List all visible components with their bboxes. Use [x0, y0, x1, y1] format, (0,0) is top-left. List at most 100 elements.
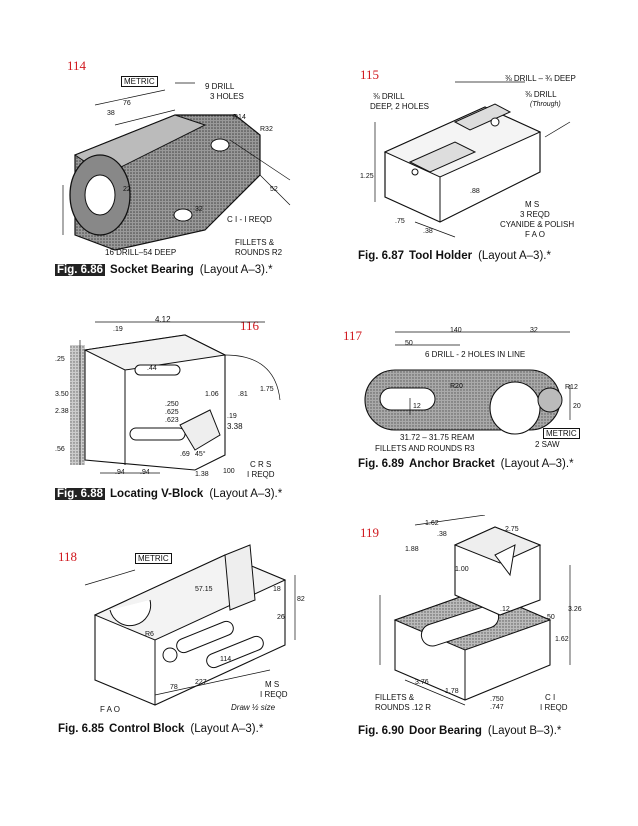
problem-number: 118	[58, 549, 78, 564]
label: 32	[195, 206, 203, 213]
label: .88	[470, 188, 480, 195]
label: ⅜ DRILL	[525, 90, 557, 99]
label: CYANIDE & POLISH	[500, 220, 575, 229]
label: I REQD	[260, 690, 288, 699]
figure-panel-control-block: 118 METRIC 57.15 82 18 26 R6 114 78 227 …	[55, 525, 315, 745]
label: 2.75	[505, 526, 519, 533]
label: R12	[565, 384, 578, 391]
label: FILLETS AND ROUNDS R3	[375, 444, 475, 453]
v-block-drawing	[70, 321, 281, 474]
label: F A O	[525, 230, 546, 239]
figure-title: Socket Bearing	[110, 264, 194, 276]
label: I REQD	[247, 470, 275, 479]
figure-title: Tool Holder	[409, 250, 473, 262]
figure-label: Fig. 6.85	[58, 723, 105, 735]
label: C R S	[250, 460, 272, 469]
label: 50	[405, 340, 413, 347]
label: M S	[265, 680, 280, 689]
label: 3.26	[568, 606, 582, 613]
label: R6	[145, 631, 154, 638]
figure-layout: (Layout A–3).*	[478, 250, 551, 262]
label: 31.72 – 31.75 REAM	[400, 433, 475, 442]
label: 1.06	[205, 391, 219, 398]
label: 140	[450, 327, 462, 334]
label: FILLETS &	[375, 693, 415, 702]
label: .19	[113, 326, 123, 333]
label: 18	[273, 586, 281, 593]
figure-layout: (Layout A–3).*	[199, 264, 273, 276]
label: 3.50	[55, 391, 69, 398]
label: 6 DRILL - 2 HOLES IN LINE	[425, 350, 526, 359]
figure-panel-anchor-bracket: 117 140 32 50 6 DRILL - 2 HOLES IN LINE …	[340, 320, 590, 480]
label: 78	[170, 684, 178, 691]
label: 114	[220, 656, 232, 663]
label: (Through)	[530, 101, 561, 108]
label: C I	[545, 693, 556, 702]
label: 38	[107, 110, 115, 117]
label: ROUNDS .12 R	[375, 703, 432, 712]
figure-label: Fig. 6.88	[55, 488, 106, 500]
label: .38	[437, 531, 447, 538]
label: F A O	[100, 705, 121, 714]
label: .12	[500, 606, 510, 613]
tool-holder-drawing	[374, 81, 571, 238]
label: 1.88	[405, 546, 419, 553]
label: C I - I REQD	[227, 215, 272, 224]
label: .44	[147, 365, 157, 372]
socket-bearing-drawing	[62, 82, 291, 251]
label: 1.75	[260, 386, 274, 393]
label: M S	[525, 200, 540, 209]
label: 100	[223, 468, 235, 475]
label: Draw ½ size	[231, 703, 276, 712]
figure-title: Door Bearing	[409, 725, 482, 737]
label: 3.38	[227, 422, 243, 431]
label: .38	[423, 228, 433, 235]
figure-label: Fig. 6.90	[358, 725, 405, 737]
figure-panel-door-bearing: 119 1.62 2.75 1.88 .38 1.00 3.26 1.62 3.…	[355, 515, 585, 745]
label: 3 REQD	[520, 210, 550, 219]
figure-layout: (Layout B–3).*	[487, 725, 562, 737]
label: 76	[123, 100, 131, 107]
label: 2 SAW	[535, 440, 560, 449]
label: 1.62	[555, 636, 569, 643]
label: I REQD	[540, 703, 568, 712]
label: ROUNDS R2	[235, 248, 283, 257]
label: 4.12	[155, 315, 171, 324]
label: .50	[545, 614, 555, 621]
label: 57.15	[195, 586, 213, 593]
label: .750	[490, 696, 504, 703]
label: .25	[55, 356, 65, 363]
label: DEEP, 2 HOLES	[370, 102, 429, 111]
label: 26	[277, 614, 285, 621]
figure-layout: (Layout A–3).*	[190, 723, 264, 735]
label: .94	[140, 469, 150, 476]
label: .75	[395, 218, 405, 225]
label: .623	[165, 417, 179, 424]
label: ⅜ DRILL	[373, 92, 405, 101]
label: 1.00	[455, 566, 469, 573]
figure-title: Locating V-Block	[110, 488, 204, 500]
figure-title: Control Block	[109, 723, 185, 735]
label: 1.78	[445, 688, 459, 695]
figure-panel-socket-bearing: 114 METRIC 9 DRILL 3 HOLES 76 38 R14 R32…	[55, 55, 310, 290]
label: 1.25	[360, 173, 374, 180]
label-metric: METRIC	[543, 428, 580, 439]
label: .19	[227, 413, 237, 420]
figure-caption: Fig. 6.87 Tool Holder (Layout A–3).*	[358, 250, 551, 262]
anchor-bracket-drawing	[364, 331, 571, 435]
label: 3.76	[415, 679, 429, 686]
label: 22	[123, 186, 131, 193]
door-bearing-drawing	[379, 515, 571, 706]
figure-caption: Fig. 6.90 Door Bearing (Layout B–3).*	[358, 725, 561, 737]
figure-layout: (Layout A–3).*	[500, 458, 574, 470]
figure-panel-locating-v-block: 116 4.12 .19 .25 .44 3.50 2.38 .56 1.06 …	[55, 310, 315, 510]
label: 227	[195, 679, 207, 686]
label: 2.38	[55, 408, 69, 415]
label: .94	[115, 469, 125, 476]
label: .747	[490, 704, 504, 711]
problem-number: 117	[343, 328, 363, 343]
label: R20	[450, 383, 463, 390]
label: 9 DRILL	[205, 82, 235, 91]
figure-label: Fig. 6.87	[358, 250, 405, 262]
